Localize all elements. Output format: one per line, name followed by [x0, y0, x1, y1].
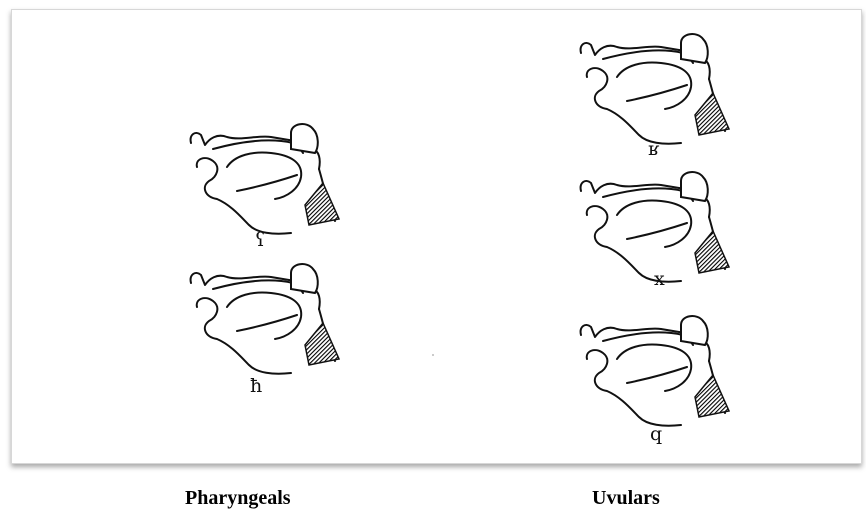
uvular-symbol-3: q: [650, 423, 662, 445]
pharyngeal-diagram-1: [191, 124, 339, 234]
pharyngeal-diagram-2: [191, 264, 339, 374]
uvular-symbol-1: ʁ: [648, 138, 660, 160]
pharyngeal-symbol-2: ħ: [250, 375, 262, 397]
diagram-panel: ʕ ħ ʁ x q: [11, 9, 862, 464]
pharyngeal-symbol-1: ʕ: [255, 229, 265, 251]
pharyngeals-caption: Pharyngeals: [185, 487, 291, 510]
uvular-diagram-3: [581, 316, 729, 426]
uvular-diagram-2: [581, 172, 729, 282]
uvular-symbol-2: x: [654, 268, 665, 290]
uvular-diagram-1: [581, 34, 729, 144]
uvulars-caption: Uvulars: [592, 487, 660, 510]
articulation-diagrams: ʕ ħ ʁ x q: [12, 10, 861, 463]
